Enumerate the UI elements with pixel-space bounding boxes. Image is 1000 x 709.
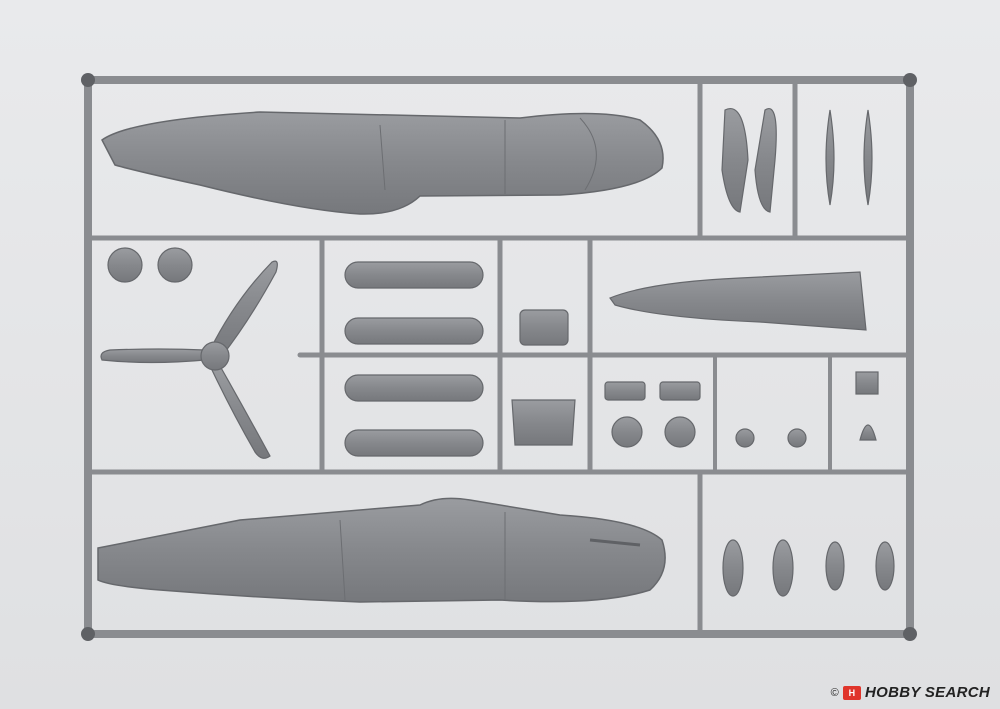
cowling-part — [609, 271, 867, 331]
copyright-symbol: © — [830, 686, 839, 699]
watermark: © H HOBBY SEARCH — [831, 684, 990, 701]
small-parts — [107, 108, 879, 448]
propeller — [100, 260, 278, 459]
sprue-frame — [84, 76, 914, 638]
fuselage-half-upper — [101, 111, 664, 215]
watermark-brand: HOBBY SEARCH — [864, 684, 990, 701]
fuselage-half-lower — [97, 497, 666, 603]
drop-tanks — [344, 261, 484, 457]
corner-pins — [81, 73, 917, 641]
bombs — [722, 539, 895, 597]
hobbysearch-logo-icon: H — [842, 685, 861, 700]
